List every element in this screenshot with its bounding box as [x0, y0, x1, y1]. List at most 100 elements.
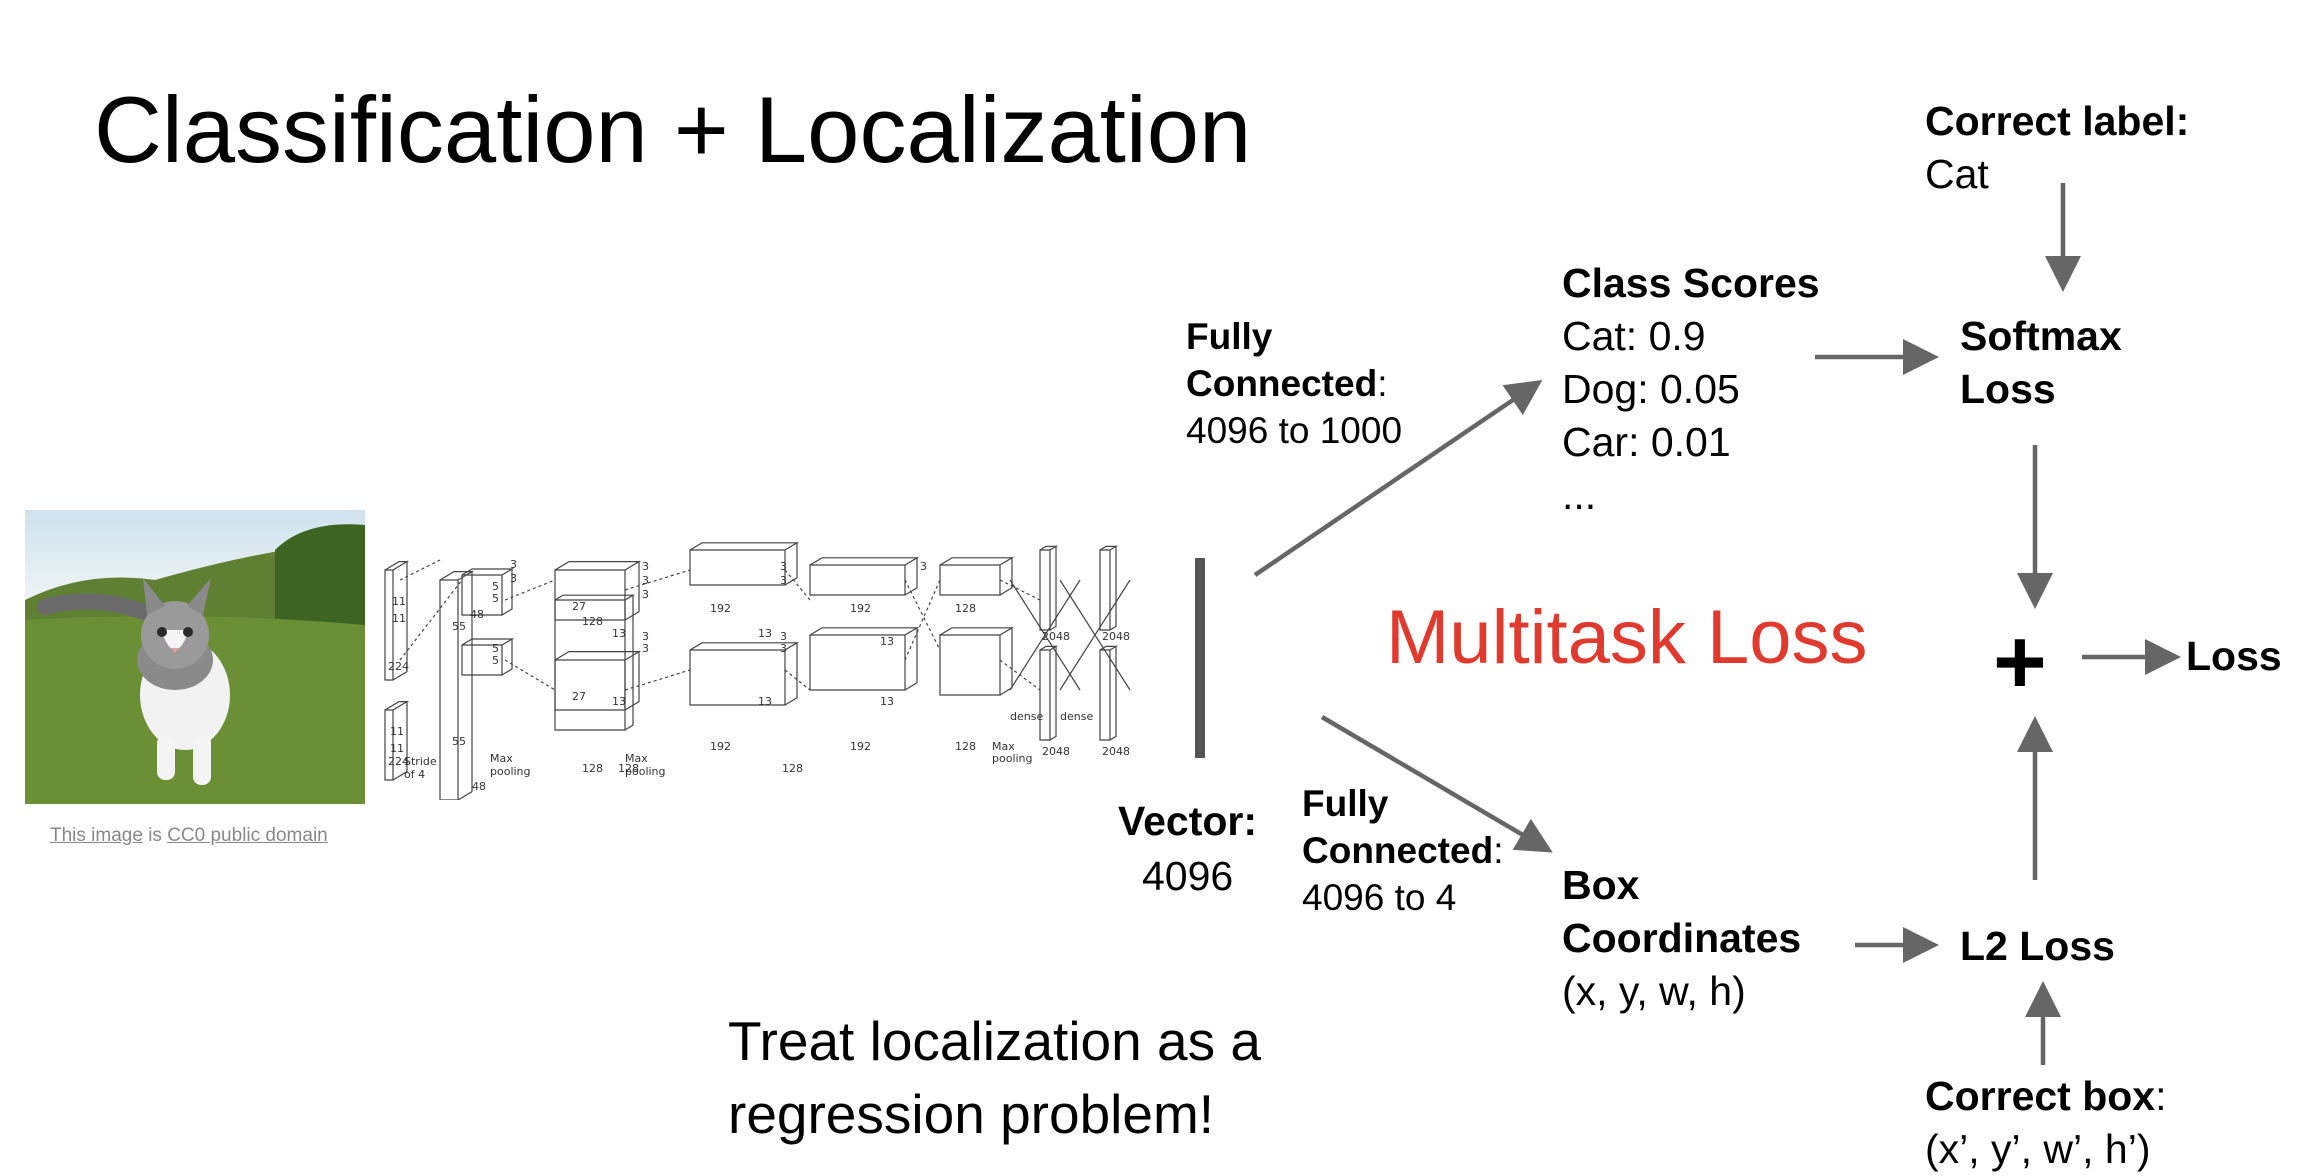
arrow-fc-top	[1253, 379, 1543, 577]
layer-dimension-label: 2048	[1042, 630, 1070, 643]
layer-dimension-label: 11	[392, 595, 406, 608]
plus-sign: +	[1993, 611, 2047, 713]
connection-line	[904, 579, 941, 661]
connection-line	[399, 559, 441, 581]
layer-dimension-label: 128	[582, 615, 603, 628]
layer-dimension-label: 3	[920, 560, 927, 573]
layer-dimension-label: 13	[612, 695, 626, 708]
layer-dimension-label: 13	[612, 627, 626, 640]
image-credit: This image is CC0 public domain	[50, 825, 328, 846]
class-scores-heading: Class Scores	[1562, 260, 1820, 306]
layer-dimension-label: 5	[492, 592, 499, 605]
layer-block	[809, 626, 920, 691]
layer-dimension-label: pooling	[992, 752, 1033, 765]
cnn-architecture-diagram: 3333333333335555111111115555224224272713…	[384, 541, 1131, 800]
layer-dimension-label: 3	[780, 560, 787, 573]
layer-dimension-label: 2048	[1102, 745, 1130, 758]
connection-line	[904, 579, 941, 651]
layer-dimension-label: 128	[955, 740, 976, 753]
score-item: ...	[1562, 472, 1597, 518]
layer-dimension-label: 3	[780, 574, 787, 587]
regression-note: Treat localization as a regression probl…	[728, 1010, 1261, 1145]
layer-dimension-label: 3	[642, 560, 649, 573]
vector-label: Vector:	[1118, 798, 1257, 844]
fc-top-label: Fully Connected: 4096 to 1000	[1186, 316, 1403, 451]
layer-block	[689, 541, 800, 586]
score-item: Car: 0.01	[1562, 419, 1731, 465]
correct-box: Correct box: (x’, y’, w’, h’)	[1925, 1073, 2167, 1172]
layer-dimension-label: 128	[782, 762, 803, 775]
layer-dimension-label: 13	[880, 635, 894, 648]
cat-photo	[25, 510, 365, 804]
layer-dimension-label: 11	[390, 725, 404, 738]
layer-dimension-label: 3	[642, 588, 649, 601]
layer-dimension-label: 128	[582, 762, 603, 775]
layer-dimension-label: 192	[710, 602, 731, 615]
layer-dimension-label: 3	[510, 572, 517, 585]
layer-dimension-label: 2048	[1102, 630, 1130, 643]
slide-title: Classification + Localization	[94, 77, 1252, 182]
layer-dimension-label: pooling	[625, 765, 666, 778]
l2-loss: L2 Loss	[1960, 923, 2115, 969]
connection-line	[504, 579, 556, 601]
layer-dimension-label: 224	[388, 660, 409, 673]
layer-dimension-label: 3	[642, 642, 649, 655]
box-coordinates: Box Coordinates (x, y, w, h)	[1562, 862, 1802, 1014]
layer-dimension-label: 11	[392, 612, 406, 625]
vector-size: 4096	[1142, 853, 1234, 899]
layer-dimension-label: dense	[1060, 710, 1093, 723]
layer-block	[939, 626, 1015, 696]
connection-line	[784, 669, 811, 691]
connection-line	[1009, 579, 1081, 691]
layer-dimension-label: 5	[492, 580, 499, 593]
layer-dimension-label: 224	[388, 755, 409, 768]
layer-block	[461, 637, 515, 676]
connection-line	[399, 579, 463, 661]
layer-dimension-label: 55	[452, 735, 466, 748]
layer-dimension-label: 128	[955, 602, 976, 615]
connection-line	[624, 569, 691, 591]
image-link[interactable]: This image	[50, 825, 143, 846]
layer-dimension-label: 3	[780, 642, 787, 655]
multitask-loss-label: Multitask Loss	[1386, 595, 1868, 680]
layer-dimension-label: 192	[850, 740, 871, 753]
fc-bottom-label: Fully Connected: 4096 to 4	[1302, 783, 1504, 918]
layer-block	[1039, 545, 1059, 631]
feature-vector-bar	[1195, 558, 1205, 758]
layer-dimension-label: 3	[642, 574, 649, 587]
score-item: Cat: 0.9	[1562, 313, 1706, 359]
layer-dimension-label: pooling	[490, 765, 531, 778]
softmax-loss: Softmax Loss	[1960, 313, 2122, 412]
layer-dimension-label: 27	[572, 600, 586, 613]
score-item: Dog: 0.05	[1562, 366, 1740, 412]
layer-dimension-label: 48	[470, 608, 484, 621]
total-loss: Loss	[2186, 633, 2282, 679]
layer-dimension-label: 192	[850, 602, 871, 615]
correct-label: Correct label: Cat	[1925, 98, 2190, 197]
layer-block	[461, 567, 515, 616]
layer-dimension-label: Stride	[404, 755, 437, 768]
layer-block	[689, 641, 800, 706]
layer-dimension-label: Max	[992, 740, 1015, 753]
layer-dimension-label: Max	[625, 752, 648, 765]
connection-line	[1059, 579, 1131, 691]
layer-dimension-label: dense	[1010, 710, 1043, 723]
layer-dimension-label: 2048	[1042, 745, 1070, 758]
layer-block	[1099, 545, 1119, 631]
layer-block	[384, 560, 410, 681]
layer-dimension-label: of 4	[404, 768, 425, 781]
layer-dimension-label: 13	[880, 695, 894, 708]
layer-dimension-label: 48	[472, 780, 486, 793]
layer-block	[554, 594, 636, 731]
layer-dimension-label: 13	[758, 695, 772, 708]
license-link[interactable]: CC0 public domain	[167, 825, 328, 846]
connection-line	[504, 659, 556, 691]
layer-dimension-label: 55	[452, 620, 466, 633]
layer-block	[439, 570, 475, 800]
connection-line	[999, 579, 1041, 601]
connection-line	[784, 569, 811, 601]
connection-line	[624, 669, 691, 691]
layer-dimension-label: 192	[710, 740, 731, 753]
layer-dimension-label: 3	[780, 630, 787, 643]
